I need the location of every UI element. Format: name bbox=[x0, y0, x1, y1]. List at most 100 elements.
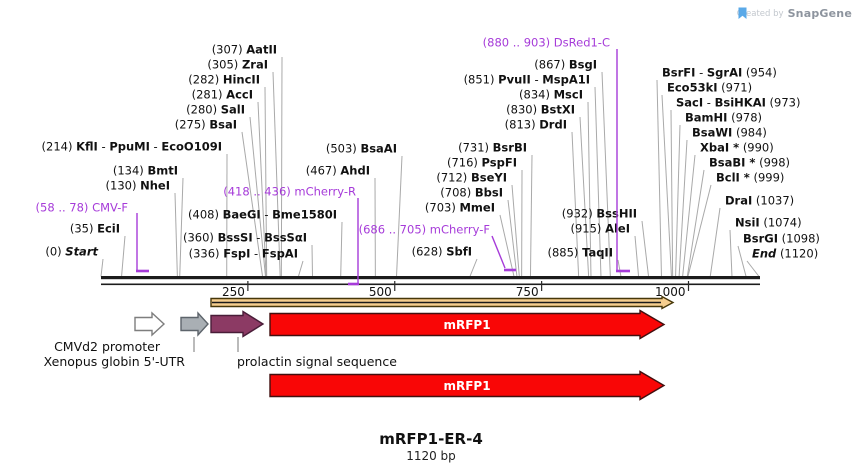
enzyme-site-label: (628) SbfI bbox=[412, 245, 472, 259]
enzyme-site-label: (915) AleI bbox=[570, 222, 630, 236]
enzyme-site-label: (703) MmeI bbox=[425, 201, 495, 215]
leader-line bbox=[179, 177, 184, 277]
enzyme-site-label: (214) KflI - PpuMI - EcoO109I bbox=[42, 140, 222, 154]
sequence-title: mRFP1-ER-4 bbox=[379, 430, 483, 448]
leader-line bbox=[682, 154, 696, 277]
enzyme-site-label: End (1120) bbox=[752, 247, 818, 261]
enzyme-site-label: (130) NheI bbox=[106, 179, 170, 193]
feature-arrow-cmvd2-promoter bbox=[134, 311, 166, 337]
enzyme-site-label: (708) BbsI bbox=[440, 186, 503, 200]
enzyme-site-label: (731) BsrBI bbox=[458, 141, 527, 155]
sequence-backbone-thin bbox=[101, 283, 760, 286]
primer-label-DsRed1-C: (880 .. 903) DsRed1-C bbox=[483, 36, 610, 50]
primer-label-mCherry-F: (686 .. 705) mCherry-F bbox=[359, 223, 490, 237]
enzyme-site-label: BsaWI (984) bbox=[692, 126, 767, 140]
ruler-tick-label: 500 bbox=[369, 285, 392, 299]
enzyme-site-label: NsiI (1074) bbox=[735, 216, 802, 230]
leader-line bbox=[174, 192, 178, 277]
enzyme-site-label: (885) TaqII bbox=[547, 246, 613, 260]
enzyme-site-label: (932) BssHII bbox=[562, 207, 637, 221]
enzyme-site-label: XbaI * (990) bbox=[700, 141, 774, 155]
enzyme-site-label: (830) BstXI bbox=[506, 103, 575, 117]
feature-label: CMVd2 promoter bbox=[54, 339, 161, 354]
leader-line bbox=[249, 116, 266, 277]
leader-line bbox=[634, 235, 640, 277]
enzyme-site-label: (282) HincII bbox=[188, 73, 260, 87]
enzyme-site-label: Eco53kI (971) bbox=[667, 81, 752, 95]
enzyme-site-label: (851) PvuII - MspA1I bbox=[464, 73, 590, 87]
feature-arrow-mrfp1-translation bbox=[269, 370, 666, 401]
enzyme-site-label: (305) ZraI bbox=[207, 58, 268, 72]
leader-line bbox=[311, 244, 313, 277]
leader-line bbox=[594, 86, 602, 277]
enzyme-site-label: BsaBI * (998) bbox=[709, 156, 790, 170]
leader-line bbox=[729, 229, 733, 277]
leader-line bbox=[675, 124, 681, 277]
enzyme-site-label: (834) MscI bbox=[519, 88, 583, 102]
enzyme-site-label: (336) FspI - FspAI bbox=[189, 247, 298, 261]
enzyme-site-label: (280) SalI bbox=[186, 103, 245, 117]
leader-line bbox=[507, 199, 518, 277]
ruler-tick-label: 750 bbox=[516, 285, 539, 299]
feature-arrow-xenopus-utr bbox=[180, 311, 209, 337]
leader-line bbox=[297, 260, 304, 277]
created-by-text: Created by bbox=[736, 8, 784, 19]
feature-label: Xenopus globin 5'-UTR bbox=[44, 354, 186, 369]
enzyme-site-label: (813) DrdI bbox=[505, 118, 567, 132]
leader-line bbox=[241, 131, 264, 277]
ruler-tick-label: 1000 bbox=[655, 285, 686, 299]
enzyme-site-label: BclI * (999) bbox=[716, 171, 784, 185]
sequence-backbone bbox=[101, 276, 760, 280]
title-block: mRFP1-ER-4 1120 bp bbox=[0, 430, 862, 463]
leader-line bbox=[656, 79, 662, 277]
leader-line bbox=[529, 154, 533, 277]
leader-line bbox=[678, 139, 688, 277]
leader-line bbox=[687, 184, 712, 277]
leader-line bbox=[499, 214, 515, 277]
enzyme-site-label: (134) BmtI bbox=[113, 164, 178, 178]
leader-line bbox=[257, 101, 267, 277]
enzyme-site-label: (35) EciI bbox=[70, 222, 120, 236]
leader-line bbox=[100, 258, 104, 277]
feature-arrow-label: mRFP1 bbox=[443, 379, 490, 393]
leader-line bbox=[601, 71, 611, 277]
leader-line bbox=[641, 220, 650, 277]
leader-line bbox=[511, 184, 520, 277]
leader-line bbox=[469, 258, 478, 277]
snapgene-flag-icon bbox=[738, 7, 747, 19]
enzyme-site-label: DraI (1037) bbox=[725, 194, 794, 208]
enzyme-site-label: (467) AhdI bbox=[306, 164, 370, 178]
enzyme-site-label: (307) AatII bbox=[212, 43, 277, 57]
primer-label-mCherry-R: (418 .. 436) mCherry-R bbox=[223, 185, 356, 199]
ruler-tick-label: 250 bbox=[222, 285, 245, 299]
snapgene-brand-text: SnapGene bbox=[787, 7, 852, 20]
enzyme-site-label: BsrGI (1098) bbox=[743, 232, 820, 246]
enzyme-site-label: BamHI (978) bbox=[685, 111, 762, 125]
enzyme-site-label: SacI - BsiHKAI (973) bbox=[676, 96, 800, 110]
feature-label: prolactin signal sequence bbox=[237, 354, 397, 369]
enzyme-site-label: (408) BaeGI - Bme1580I bbox=[188, 208, 337, 222]
leader-line bbox=[661, 94, 672, 277]
enzyme-site-label: (360) BssSI - BssSαI bbox=[183, 231, 307, 245]
enzyme-site-label: (0) Start bbox=[45, 245, 98, 259]
leader-line bbox=[340, 221, 343, 277]
primer-label-CMV-F: (58 .. 78) CMV-F bbox=[36, 201, 128, 215]
leader-line bbox=[264, 86, 268, 277]
leader-line bbox=[587, 101, 592, 277]
feature-arrow-mrfp1-cds bbox=[269, 309, 666, 340]
leader-line bbox=[272, 71, 281, 277]
leader-line bbox=[670, 109, 674, 277]
feature-arrow-label: mRFP1 bbox=[443, 318, 490, 332]
enzyme-site-label: (503) BsaAI bbox=[326, 142, 397, 156]
leader-line bbox=[396, 155, 403, 277]
leader-line bbox=[709, 207, 721, 277]
enzyme-site-label: (275) BsaI bbox=[175, 118, 237, 132]
enzyme-site-label: (867) BsgI bbox=[534, 58, 597, 72]
enzyme-site-label: BsrFI - SgrAI (954) bbox=[662, 66, 777, 80]
leader-line bbox=[746, 260, 760, 277]
leader-line bbox=[280, 56, 283, 277]
leader-line bbox=[686, 169, 705, 277]
leader-line bbox=[571, 131, 580, 277]
